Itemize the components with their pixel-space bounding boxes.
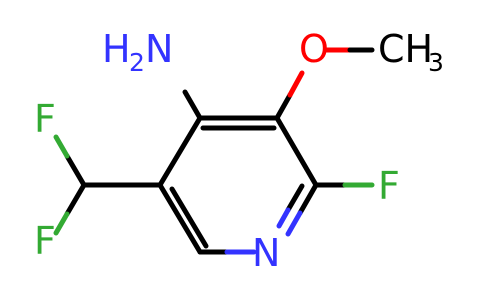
bond-c5-c6 <box>157 182 203 255</box>
bond-c5-c6-double <box>169 186 209 249</box>
bond-c3-o-carbon <box>274 92 293 121</box>
ring-nitrogen-label: N <box>252 231 280 275</box>
amine-subscript: 2 <box>129 48 145 77</box>
bond-chf2-f-bottom-carbon <box>64 182 87 217</box>
bond-c4-nh2 <box>182 89 203 121</box>
bond-c2-n-double-lower <box>276 207 291 229</box>
methyl-subscript: 3 <box>428 48 444 77</box>
bond-c3-o-oxygen <box>287 70 305 98</box>
bond-c2-n-upper <box>297 182 319 216</box>
methyl-label: CH <box>378 27 433 71</box>
bond-chf2-f-bottom-fluorine <box>53 211 70 236</box>
bond-chf2-f-top-fluorine <box>53 134 70 159</box>
bond-chf2-f-top-carbon <box>64 153 87 188</box>
bond-c4-c5 <box>157 115 203 188</box>
bond-c2-n-double-upper <box>285 183 305 213</box>
difluoromethyl-bottom-fluorine-label: F <box>34 219 56 263</box>
difluoromethyl-top-fluorine-label: F <box>34 97 56 141</box>
methoxy-oxygen-label: O <box>299 27 329 71</box>
bond-c3-c2 <box>274 115 319 188</box>
bond-c2-n-lower <box>285 210 303 237</box>
ring-fluorine-label: F <box>378 164 400 208</box>
amine-h-label: H <box>102 27 131 71</box>
amine-n-label: N <box>145 27 173 71</box>
